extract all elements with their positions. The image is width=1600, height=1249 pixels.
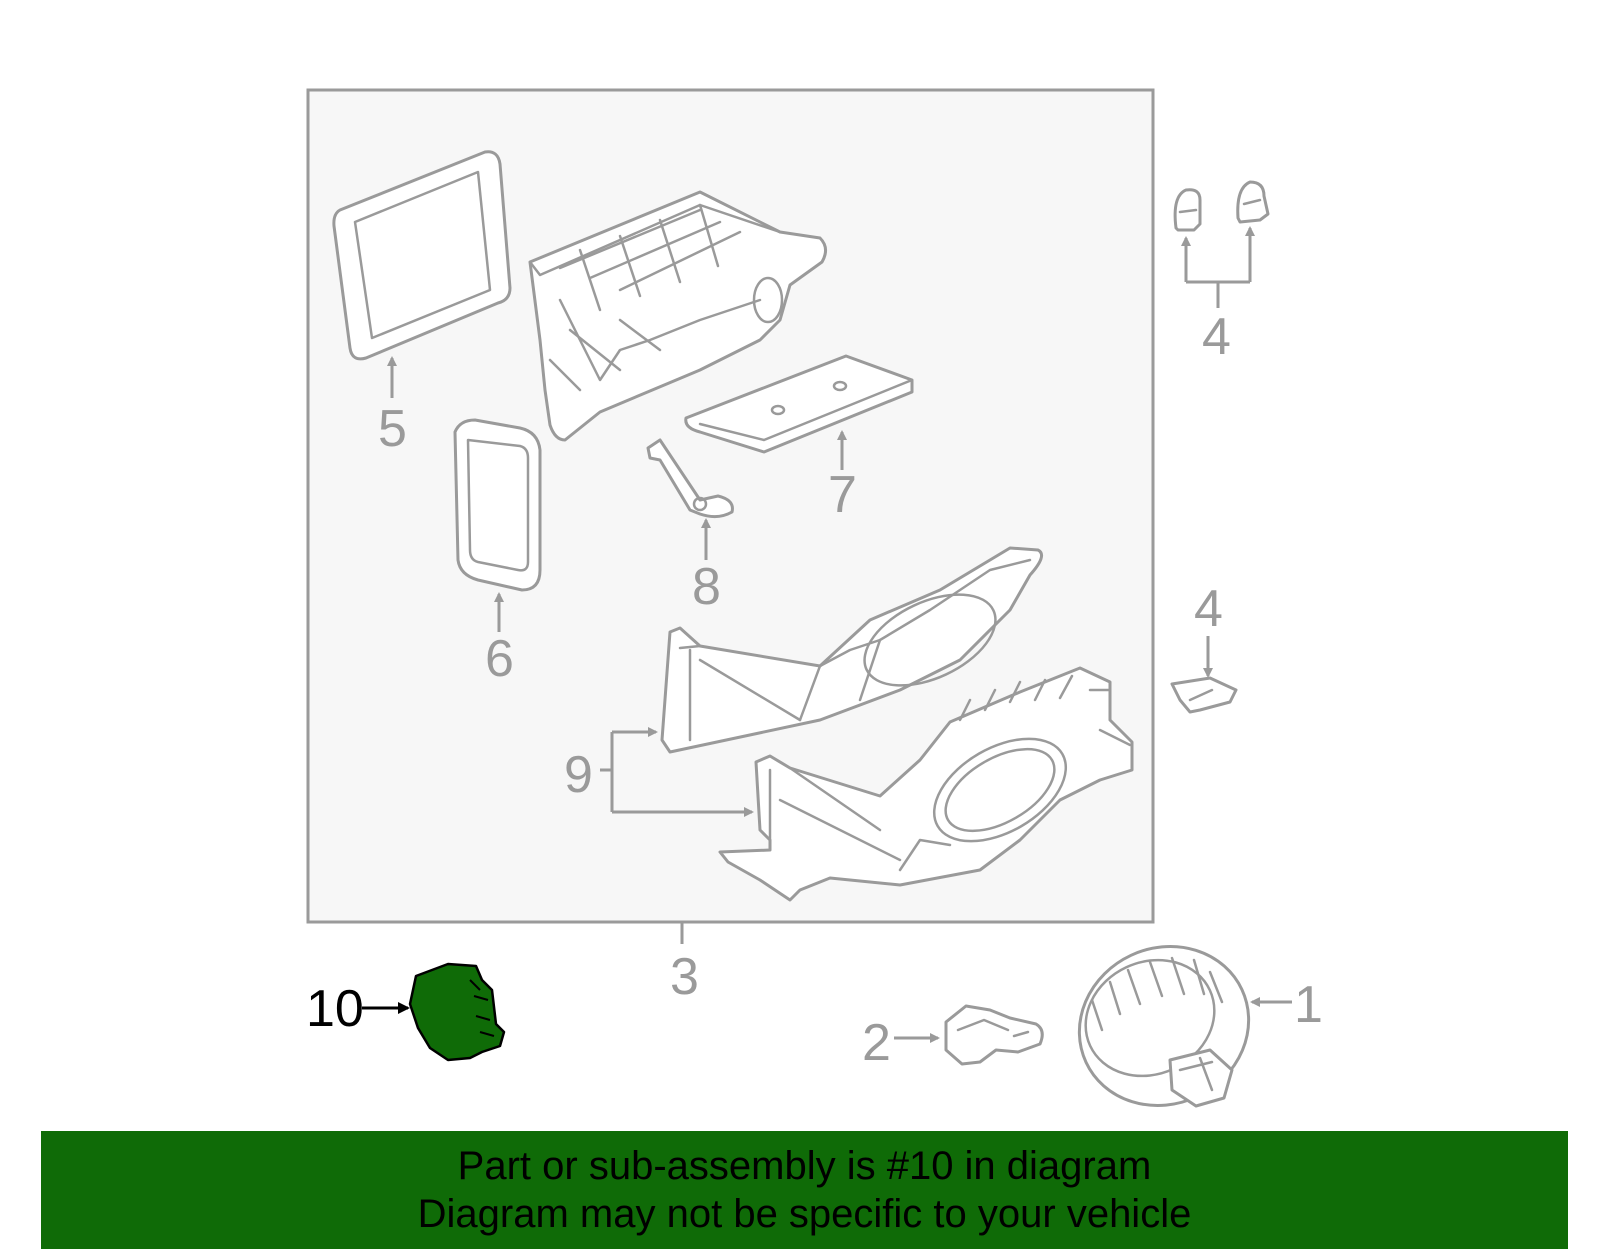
callout-1: 1 (1294, 976, 1323, 1034)
part-5-filter-frame[interactable] (332, 150, 512, 361)
part-7-door[interactable] (684, 354, 914, 454)
part-1-blower-motor[interactable] (1053, 919, 1275, 1133)
part-6-seal[interactable] (453, 418, 542, 592)
callout-7: 7 (828, 466, 857, 524)
part-10-actuator-highlighted[interactable] (408, 962, 506, 1062)
leader-4-top (1186, 280, 1250, 308)
callout-4-top: 4 (1202, 308, 1231, 366)
callout-9: 9 (564, 746, 593, 804)
part-4-top-clips[interactable] (1173, 180, 1270, 232)
part-9-upper-duct[interactable] (660, 546, 1044, 754)
info-banner: Part or sub-assembly is #10 in diagram D… (41, 1131, 1568, 1249)
part-8-link[interactable] (646, 438, 734, 519)
banner-line-2: Diagram may not be specific to your vehi… (417, 1192, 1192, 1236)
part-4-side-clip[interactable] (1170, 676, 1238, 714)
callout-4-side: 4 (1194, 580, 1223, 638)
callout-3: 3 (670, 948, 699, 1006)
callout-8: 8 (692, 558, 721, 616)
callout-6: 6 (485, 630, 514, 688)
callout-5: 5 (378, 400, 407, 458)
part-9-lower-housing[interactable] (718, 666, 1134, 902)
callout-2: 2 (862, 1014, 891, 1072)
upper-housing[interactable] (528, 190, 827, 442)
part-2-resistor[interactable] (944, 1004, 1044, 1066)
part-10-details (469, 979, 495, 1037)
callout-10: 10 (306, 980, 364, 1038)
banner-line-1: Part or sub-assembly is #10 in diagram (457, 1144, 1152, 1188)
part-10-body (408, 962, 506, 1062)
